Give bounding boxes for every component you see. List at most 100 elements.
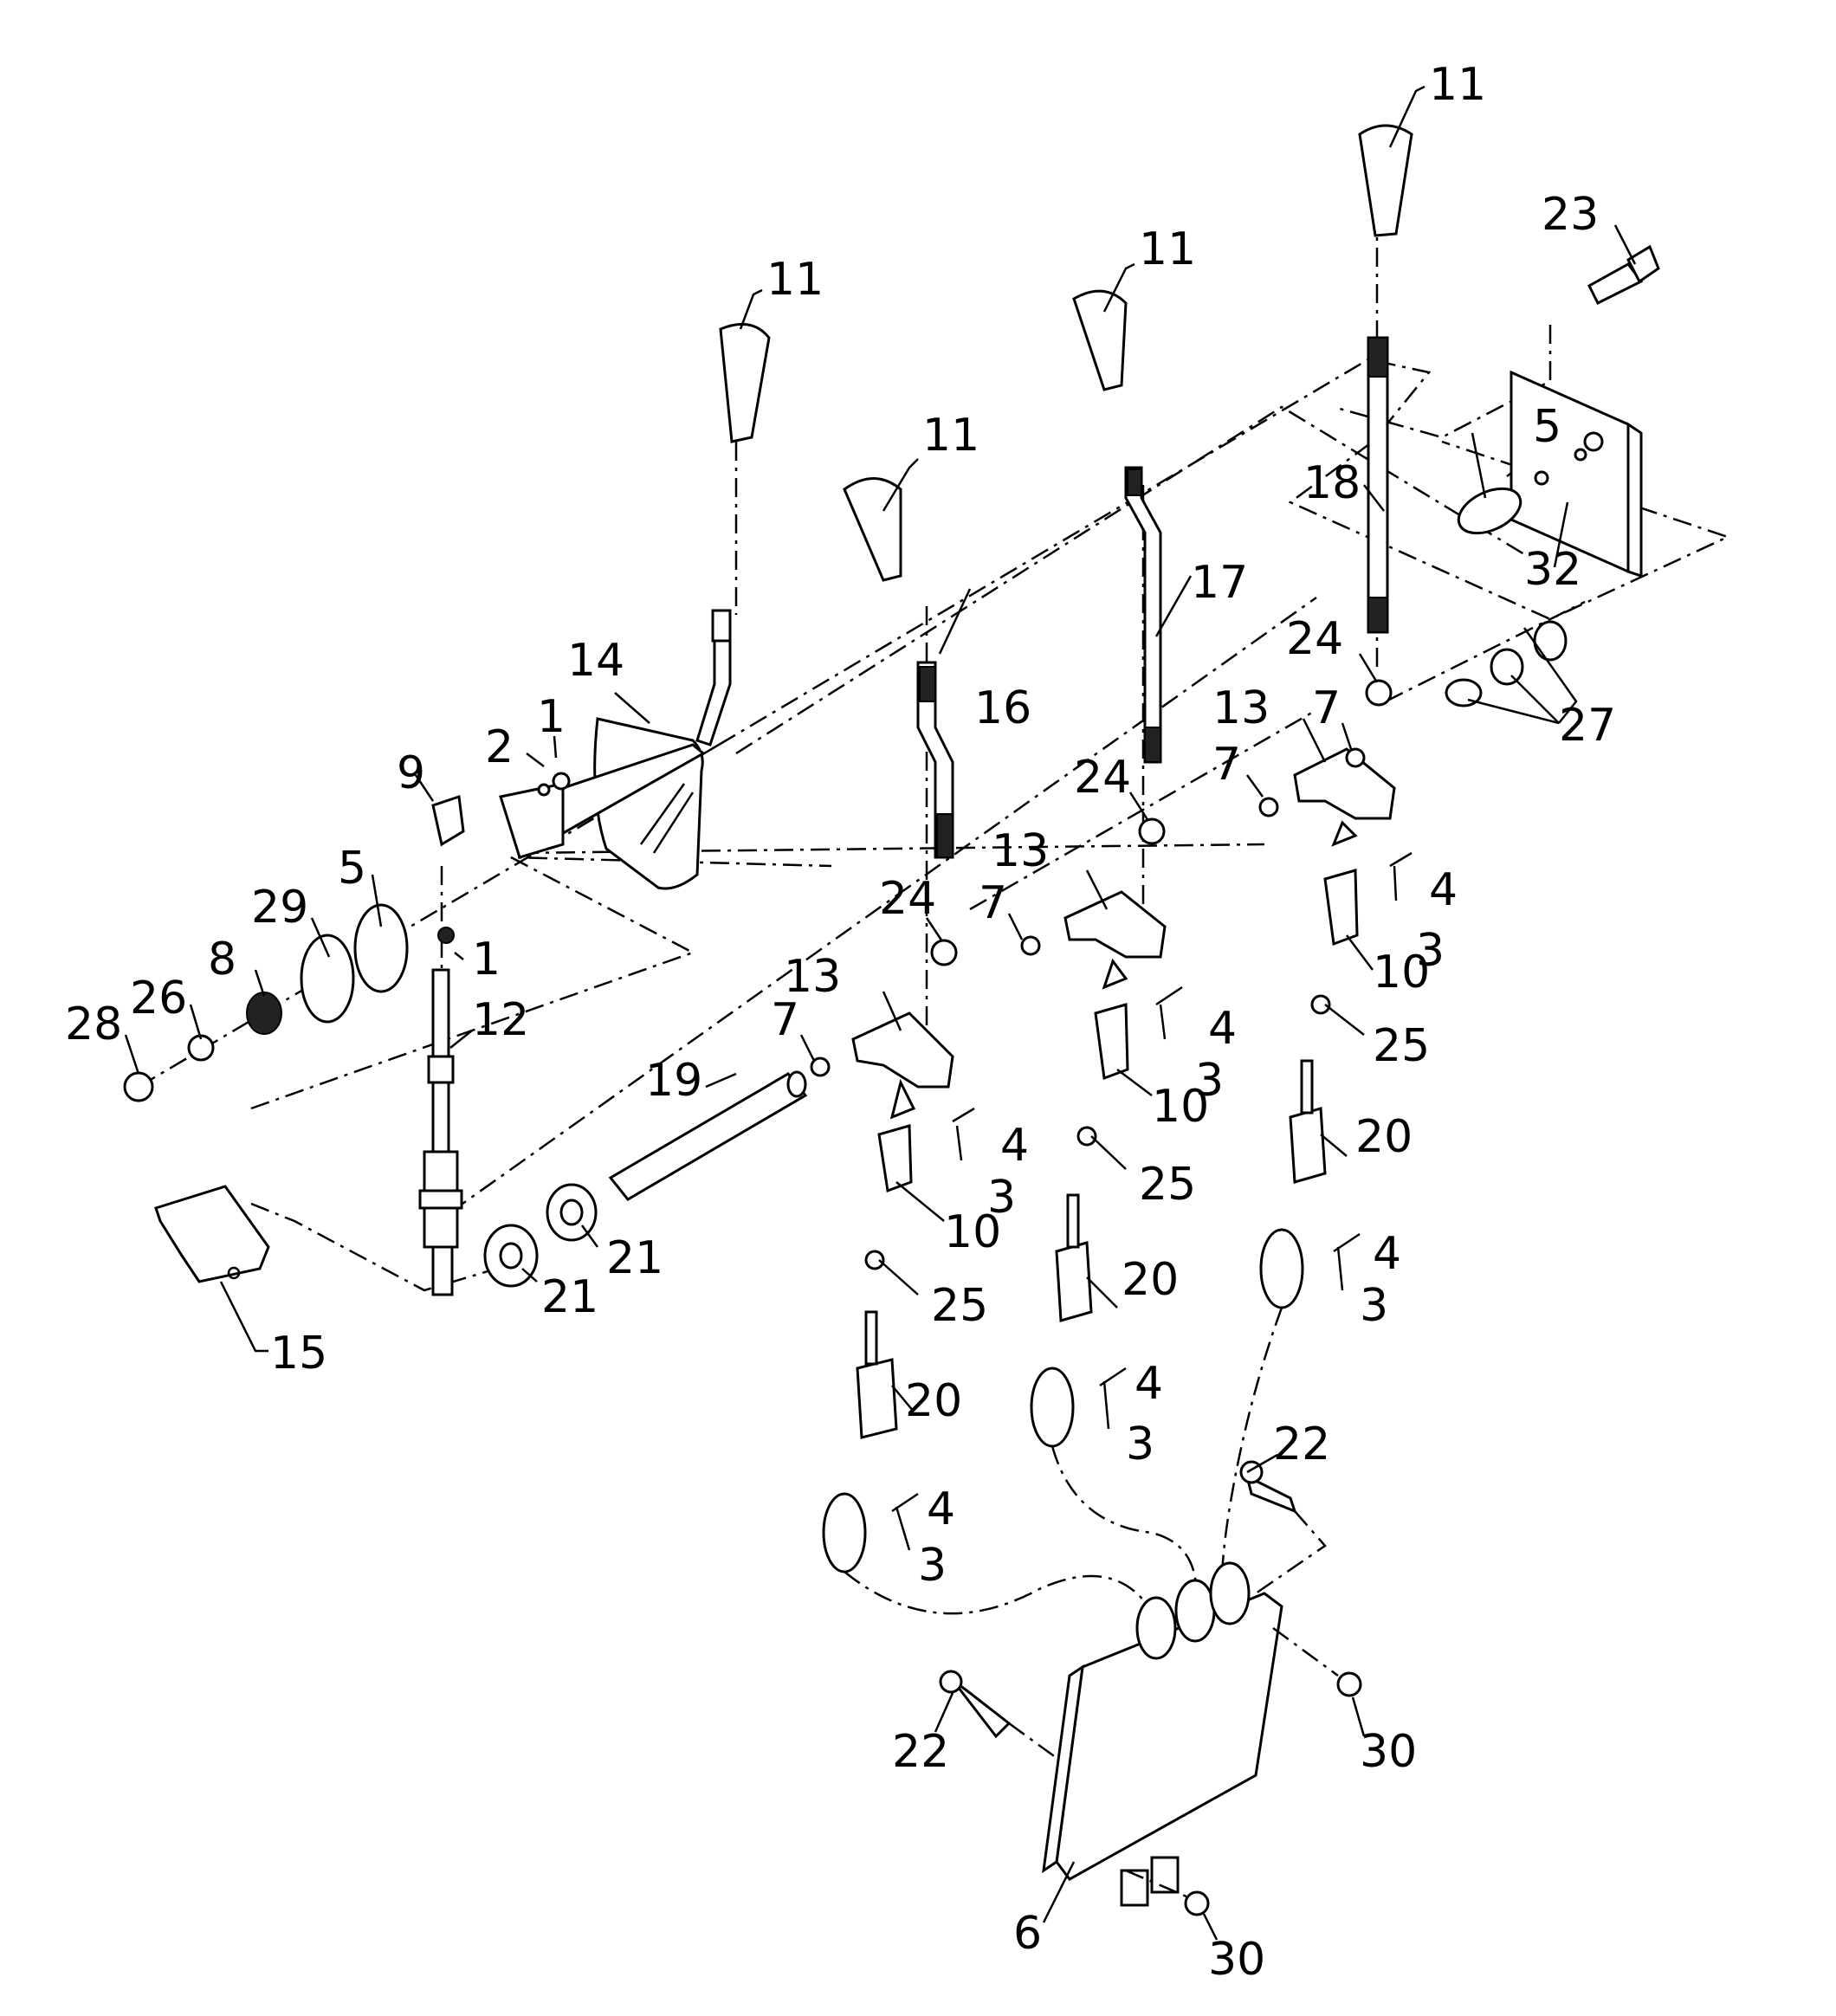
clevis-9 (431, 794, 465, 944)
callout-5: 5 (1533, 401, 1561, 453)
nuts-25 (864, 994, 1331, 1270)
callout-24: 24 (1074, 752, 1131, 804)
callout-3: 3 (1360, 1280, 1388, 1332)
callout-15: 15 (270, 1328, 327, 1380)
lever-rod-16 (916, 661, 954, 859)
callout-11: 11 (922, 410, 979, 462)
lever-rod-18 (1367, 336, 1389, 634)
callout-3: 3 (987, 1172, 1016, 1224)
callout-3: 3 (1126, 1418, 1154, 1470)
frame-outline (250, 325, 1731, 1292)
callout-10: 10 (1152, 1081, 1209, 1133)
rod-end-20-left (856, 1310, 898, 1439)
callout-14: 14 (567, 635, 624, 687)
callout-4: 4 (1208, 1003, 1237, 1055)
callout-20: 20 (1355, 1111, 1413, 1163)
lever-knob-4 (1358, 124, 1413, 237)
friction-stack (123, 903, 409, 1102)
callout-26: 26 (130, 972, 187, 1024)
callout-29: 29 (251, 882, 308, 934)
pivot-arm-middle (1063, 890, 1167, 990)
callout-6: 6 (1013, 1908, 1042, 1960)
callout-9: 9 (397, 747, 425, 799)
clevis-10-right (1323, 869, 1359, 947)
pivot-arm-right (1293, 747, 1396, 847)
callout-30: 30 (1360, 1726, 1417, 1778)
callout-10: 10 (944, 1206, 1001, 1258)
callout-4: 4 (1373, 1228, 1401, 1280)
callout-10: 10 (1373, 947, 1430, 998)
callout-12: 12 (472, 994, 529, 1046)
nuts-24 (930, 679, 1393, 966)
callout-24: 24 (1286, 613, 1343, 665)
callout-20: 20 (1122, 1254, 1179, 1306)
plate-32 (1510, 370, 1643, 578)
callout-1: 1 (472, 934, 501, 985)
callout-4: 4 (1000, 1120, 1029, 1172)
nuts-30 (1184, 1671, 1362, 1916)
washers-7 (810, 747, 1366, 1077)
bolt-22-top-path (1255, 1510, 1327, 1595)
collar-21b (546, 1183, 598, 1242)
callout-4: 4 (1429, 864, 1458, 916)
lever-knob-1 (719, 322, 771, 443)
callout-27: 27 (1559, 700, 1616, 752)
bolt-23 (1587, 244, 1660, 306)
callout-2: 2 (485, 721, 514, 773)
lower-clevis-right (1259, 1228, 1304, 1309)
leader-lines (124, 85, 1637, 1941)
callout-labels: 11 11 11 11 23 14 1 2 9 5 29 8 26 28 1 1… (65, 59, 1616, 1986)
valve-body (1042, 1561, 1283, 1907)
rod-end-20-middle (1055, 1193, 1093, 1322)
lower-clevis-left (822, 1492, 867, 1573)
lever-knob-3 (1072, 289, 1128, 391)
callout-19: 19 (645, 1055, 702, 1107)
mount-bracket (154, 1185, 270, 1283)
callout-23: 23 (1542, 189, 1599, 241)
callout-11: 11 (1429, 59, 1486, 111)
rod-end-20-right (1289, 1059, 1327, 1184)
callout-22: 22 (892, 1726, 949, 1778)
lever-rod-17 (1124, 466, 1162, 764)
clevis-10-middle (1094, 1003, 1129, 1081)
callout-5: 5 (338, 843, 366, 895)
callout-7: 7 (1212, 739, 1241, 791)
callout-25: 25 (1139, 1159, 1196, 1211)
callout-20: 20 (905, 1375, 962, 1427)
callout-28: 28 (65, 998, 122, 1050)
callout-21: 21 (541, 1271, 598, 1323)
lever-knob-2 (843, 477, 902, 582)
callout-7: 7 (979, 877, 1007, 929)
callout-13: 13 (784, 951, 841, 1003)
nut-30-path-b (1125, 1869, 1187, 1898)
callout-11: 11 (766, 254, 824, 306)
tube-19 (608, 1070, 808, 1201)
bolt-22-bottom-path (1008, 1722, 1057, 1760)
lower-clevis-middle (1030, 1367, 1075, 1448)
callout-17: 17 (1191, 557, 1248, 609)
callout-18: 18 (1303, 457, 1361, 509)
callout-11: 11 (1139, 223, 1196, 275)
callout-16: 16 (974, 682, 1031, 734)
lever-rod-left (695, 609, 732, 746)
callout-1: 1 (537, 691, 566, 743)
callout-13: 13 (1212, 682, 1270, 734)
callout-7: 7 (1312, 682, 1341, 734)
callout-30: 30 (1208, 1934, 1265, 1986)
callout-4: 4 (927, 1483, 955, 1535)
callout-22: 22 (1273, 1418, 1330, 1470)
callout-13: 13 (992, 825, 1049, 877)
callout-3: 3 (918, 1540, 947, 1592)
bolt-22-bottom (939, 1670, 1012, 1739)
washers-27 (1445, 620, 1568, 708)
nut-30-path-a (1272, 1626, 1339, 1677)
clevis-10-left (877, 1124, 913, 1193)
callout-7: 7 (771, 994, 799, 1046)
callout-24: 24 (879, 873, 936, 925)
callout-3: 3 (1195, 1055, 1224, 1107)
callout-32: 32 (1524, 544, 1581, 596)
callout-25: 25 (1373, 1020, 1430, 1072)
pivot-arm-left (851, 1011, 954, 1120)
